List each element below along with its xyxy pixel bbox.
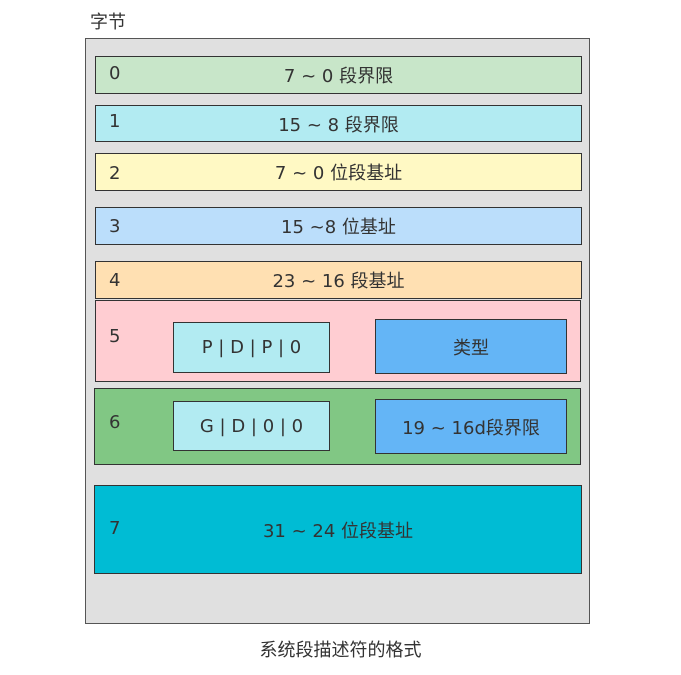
byte-index-7: 7 (109, 518, 121, 539)
byte-index-1: 1 (109, 111, 121, 132)
byte-row-4: 23 ~ 16 段基址 (95, 261, 582, 299)
type-field-label: 类型 (453, 337, 489, 359)
header-label: 字节 (90, 12, 126, 33)
byte-index-2: 2 (109, 163, 121, 184)
byte-row-2-label: 7 ~ 0 位段基址 (274, 163, 403, 184)
pdp0-field: P | D | P | 0 (173, 322, 330, 373)
byte-row-0: 7 ~ 0 段界限 (95, 56, 582, 94)
byte-index-6: 6 (109, 412, 121, 433)
byte-row-3-label: 15 ~8 位基址 (281, 217, 396, 238)
limit-19-16-field: 19 ~ 16d段界限 (375, 399, 567, 454)
byte-row-3: 15 ~8 位基址 (95, 207, 582, 245)
byte-index-3: 3 (109, 216, 121, 237)
limit-19-16-field-label: 19 ~ 16d段界限 (402, 417, 540, 439)
byte-index-4: 4 (109, 270, 121, 291)
byte-row-1: 15 ~ 8 段界限 (95, 105, 582, 142)
type-field: 类型 (375, 319, 567, 374)
byte-index-0: 0 (109, 63, 121, 84)
byte-row-7: 31 ~ 24 位段基址 (94, 485, 582, 574)
byte-row-7-label: 31 ~ 24 位段基址 (262, 520, 414, 542)
gd00-field: G | D | 0 | 0 (173, 401, 330, 451)
byte-index-5: 5 (109, 326, 121, 347)
gd00-field-label: G | D | 0 | 0 (199, 415, 304, 437)
byte-row-2: 7 ~ 0 位段基址 (95, 153, 582, 191)
byte-row-4-label: 23 ~ 16 段基址 (272, 271, 405, 292)
pdp0-field-label: P | D | P | 0 (201, 337, 302, 358)
byte-row-0-label: 7 ~ 0 段界限 (283, 66, 394, 87)
byte-row-1-label: 15 ~ 8 段界限 (278, 114, 399, 136)
diagram-caption: 系统段描述符的格式 (259, 640, 422, 661)
